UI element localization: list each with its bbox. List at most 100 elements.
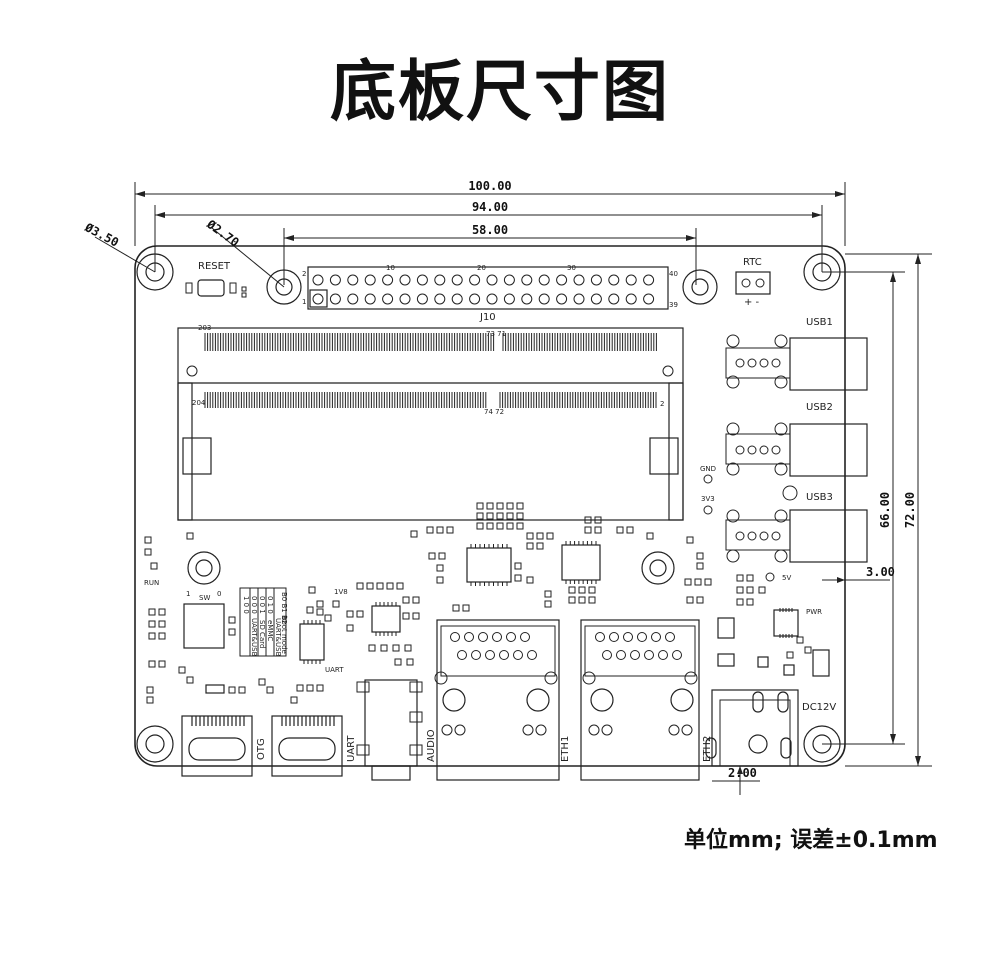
smd-pad xyxy=(486,522,494,530)
smd-pad xyxy=(366,582,374,590)
mounting-holes xyxy=(136,253,841,763)
label-pwr: PWR xyxy=(806,608,822,616)
ethernet-jacks xyxy=(434,619,700,781)
smd-pad xyxy=(316,684,324,692)
smd-pad xyxy=(394,658,402,666)
header-pin xyxy=(312,274,324,286)
eth-pin xyxy=(506,632,516,642)
smd-pad xyxy=(486,512,494,520)
header-pin xyxy=(538,293,550,305)
label-pin-40: 40 xyxy=(669,270,678,278)
smd-pad xyxy=(616,526,624,534)
smd-pad xyxy=(428,552,436,560)
eth-pin xyxy=(637,632,647,642)
smd-pad xyxy=(446,526,454,534)
smd-pad xyxy=(536,532,544,540)
smd-pad xyxy=(578,586,586,594)
units-footnote: 单位mm; 误差±0.1mm xyxy=(684,828,938,853)
smd-pad xyxy=(158,660,166,668)
hole-top-left xyxy=(136,253,174,291)
usb2-port xyxy=(725,422,868,477)
dim-edge-bottom: 2.00 xyxy=(728,766,757,780)
smd-pad xyxy=(396,582,404,590)
label-usb3: USB3 xyxy=(806,492,833,503)
usbc-ports xyxy=(181,715,343,777)
smd-pad xyxy=(646,532,654,540)
header-pin xyxy=(329,274,341,286)
boot-table-row: 0 0 0 xyxy=(250,596,258,614)
dim-height-total: 72.00 xyxy=(903,492,917,528)
components xyxy=(144,502,830,704)
smd-pad xyxy=(186,676,194,684)
header-pin xyxy=(556,293,568,305)
smd-pad xyxy=(588,596,596,604)
label-uart: UART xyxy=(346,735,357,762)
eth-pin xyxy=(485,650,495,660)
smd-pad xyxy=(476,502,484,510)
header-pin xyxy=(643,293,655,305)
label-pin-1: 1 xyxy=(302,298,306,306)
label-dc12v: DC12V xyxy=(802,702,836,713)
label-sw-0: 0 xyxy=(217,590,221,598)
boot-table-row: 1 0 0 xyxy=(242,596,250,614)
boot-table-mode: UART&USB xyxy=(250,618,258,657)
header-pin xyxy=(416,274,428,286)
smd-pad xyxy=(736,586,744,594)
label-usb1: USB1 xyxy=(806,317,833,328)
label-reset: RESET xyxy=(198,261,231,272)
smd-pad xyxy=(178,666,186,674)
eth-pin xyxy=(665,632,675,642)
smd-pad xyxy=(516,502,524,510)
header-pin xyxy=(451,293,463,305)
header-pin xyxy=(451,274,463,286)
smd-pad xyxy=(346,610,354,618)
smd-pad xyxy=(148,608,156,616)
smd-pad xyxy=(404,644,412,652)
label-eth2: ETH2 xyxy=(702,736,713,762)
smd-pad xyxy=(686,596,694,604)
rtc-connector xyxy=(735,271,771,295)
label-3v3: 3V3 xyxy=(701,495,715,503)
label-audio: AUDIO xyxy=(426,729,437,762)
smd-pad xyxy=(238,686,246,694)
smd-pad xyxy=(436,526,444,534)
smd-pad xyxy=(410,530,418,538)
eth-pin xyxy=(644,650,654,660)
smd-pad xyxy=(148,632,156,640)
sodimm-slot xyxy=(177,327,684,521)
label-5v: 5V xyxy=(782,574,791,582)
smd-pad xyxy=(696,562,704,570)
smd-pad xyxy=(452,604,460,612)
usb3-port xyxy=(725,509,868,563)
smd-pad xyxy=(228,628,236,636)
smd-pad xyxy=(536,542,544,550)
smd-pad xyxy=(486,502,494,510)
smd-pad xyxy=(496,522,504,530)
eth-pin xyxy=(630,650,640,660)
dimension-lines xyxy=(94,182,932,795)
smd-pad xyxy=(148,620,156,628)
smd-pad xyxy=(694,578,702,586)
smd-pad xyxy=(150,562,158,570)
smd-pad xyxy=(406,658,414,666)
eth-pin xyxy=(464,632,474,642)
eth-pin xyxy=(478,632,488,642)
smd-pad xyxy=(144,548,152,556)
label-pin-30: 30 xyxy=(567,264,576,272)
label-pin-2: 2 xyxy=(302,270,306,278)
boot-table-row: B0 B1 B2 xyxy=(280,592,288,624)
smd-pad xyxy=(594,516,602,524)
smd-pad xyxy=(736,574,744,582)
label-sw-1: 1 xyxy=(186,590,190,598)
header-pin xyxy=(329,293,341,305)
smd-pad xyxy=(584,526,592,534)
smd-pad xyxy=(704,578,712,586)
eth-pin xyxy=(450,632,460,642)
smd-pad xyxy=(506,512,514,520)
smd-pad xyxy=(746,598,754,606)
boot-mode-table: B0 B1 B2 0 0 0 0 0 1 0 1 0 1 0 0 boot mo… xyxy=(242,592,288,657)
label-so-204: 204 xyxy=(192,399,206,407)
label-rtc: RTC xyxy=(743,257,762,268)
dc-jack xyxy=(705,689,799,767)
smd-pad xyxy=(684,578,692,586)
